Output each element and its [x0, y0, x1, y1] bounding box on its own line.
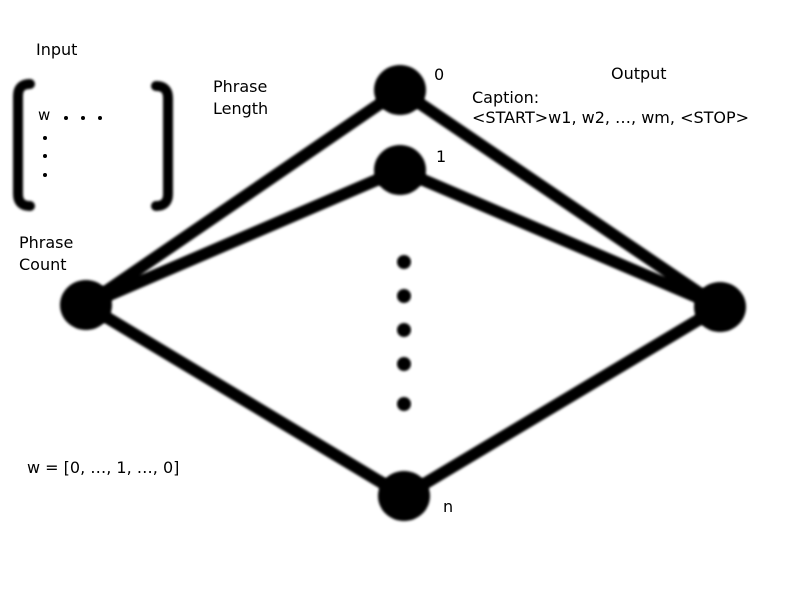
ellipsis-dot — [397, 289, 411, 303]
matrix-dot — [43, 154, 47, 158]
edge-node-0-to-output — [394, 84, 726, 313]
matrix-dot — [81, 116, 85, 120]
edge-input-to-node-0 — [80, 84, 406, 311]
ellipsis-dot — [397, 323, 411, 337]
matrix-dots — [43, 116, 102, 177]
caption-sequence: <START>w1, w2, …, wm, <STOP> — [472, 108, 750, 127]
edge-input-to-node-n — [80, 299, 410, 502]
hidden-node-n — [378, 471, 430, 521]
matrix-dot — [64, 116, 68, 120]
hidden-node-1 — [374, 145, 426, 195]
hidden-ellipsis — [397, 255, 411, 411]
right-bracket — [151, 81, 173, 211]
input-label: Input — [36, 40, 78, 59]
phrase-length-label-line2: Length — [213, 99, 269, 118]
hidden-node-n-label: n — [443, 497, 454, 516]
ellipsis-dot — [397, 255, 411, 269]
output-node — [694, 282, 746, 332]
network-nodes — [60, 65, 746, 521]
w-vector-label: w = [0, …, 1, …, 0] — [27, 458, 180, 477]
edge-node-1-to-output — [394, 164, 726, 313]
matrix-brackets — [13, 79, 173, 211]
hidden-node-1-label: 1 — [436, 147, 447, 166]
phrase-length-label-line1: Phrase — [213, 77, 268, 96]
network-edges — [80, 84, 726, 502]
ellipsis-dot — [397, 357, 411, 371]
edge-input-to-node-1 — [80, 164, 406, 311]
matrix-w-label: w — [38, 106, 51, 124]
matrix-dot — [98, 116, 102, 120]
caption-title: Caption: — [472, 88, 540, 107]
output-label: Output — [611, 64, 667, 83]
left-bracket — [13, 79, 35, 211]
hidden-node-0 — [374, 65, 426, 115]
edge-node-n-to-output — [398, 301, 726, 502]
hidden-node-0-label: 0 — [434, 65, 445, 84]
ellipsis-dot — [397, 397, 411, 411]
matrix-dot — [43, 136, 47, 140]
input-node — [60, 280, 112, 330]
matrix-dot — [43, 173, 47, 177]
phrase-count-label-line2: Count — [19, 255, 67, 274]
phrase-count-label-line1: Phrase — [19, 233, 74, 252]
